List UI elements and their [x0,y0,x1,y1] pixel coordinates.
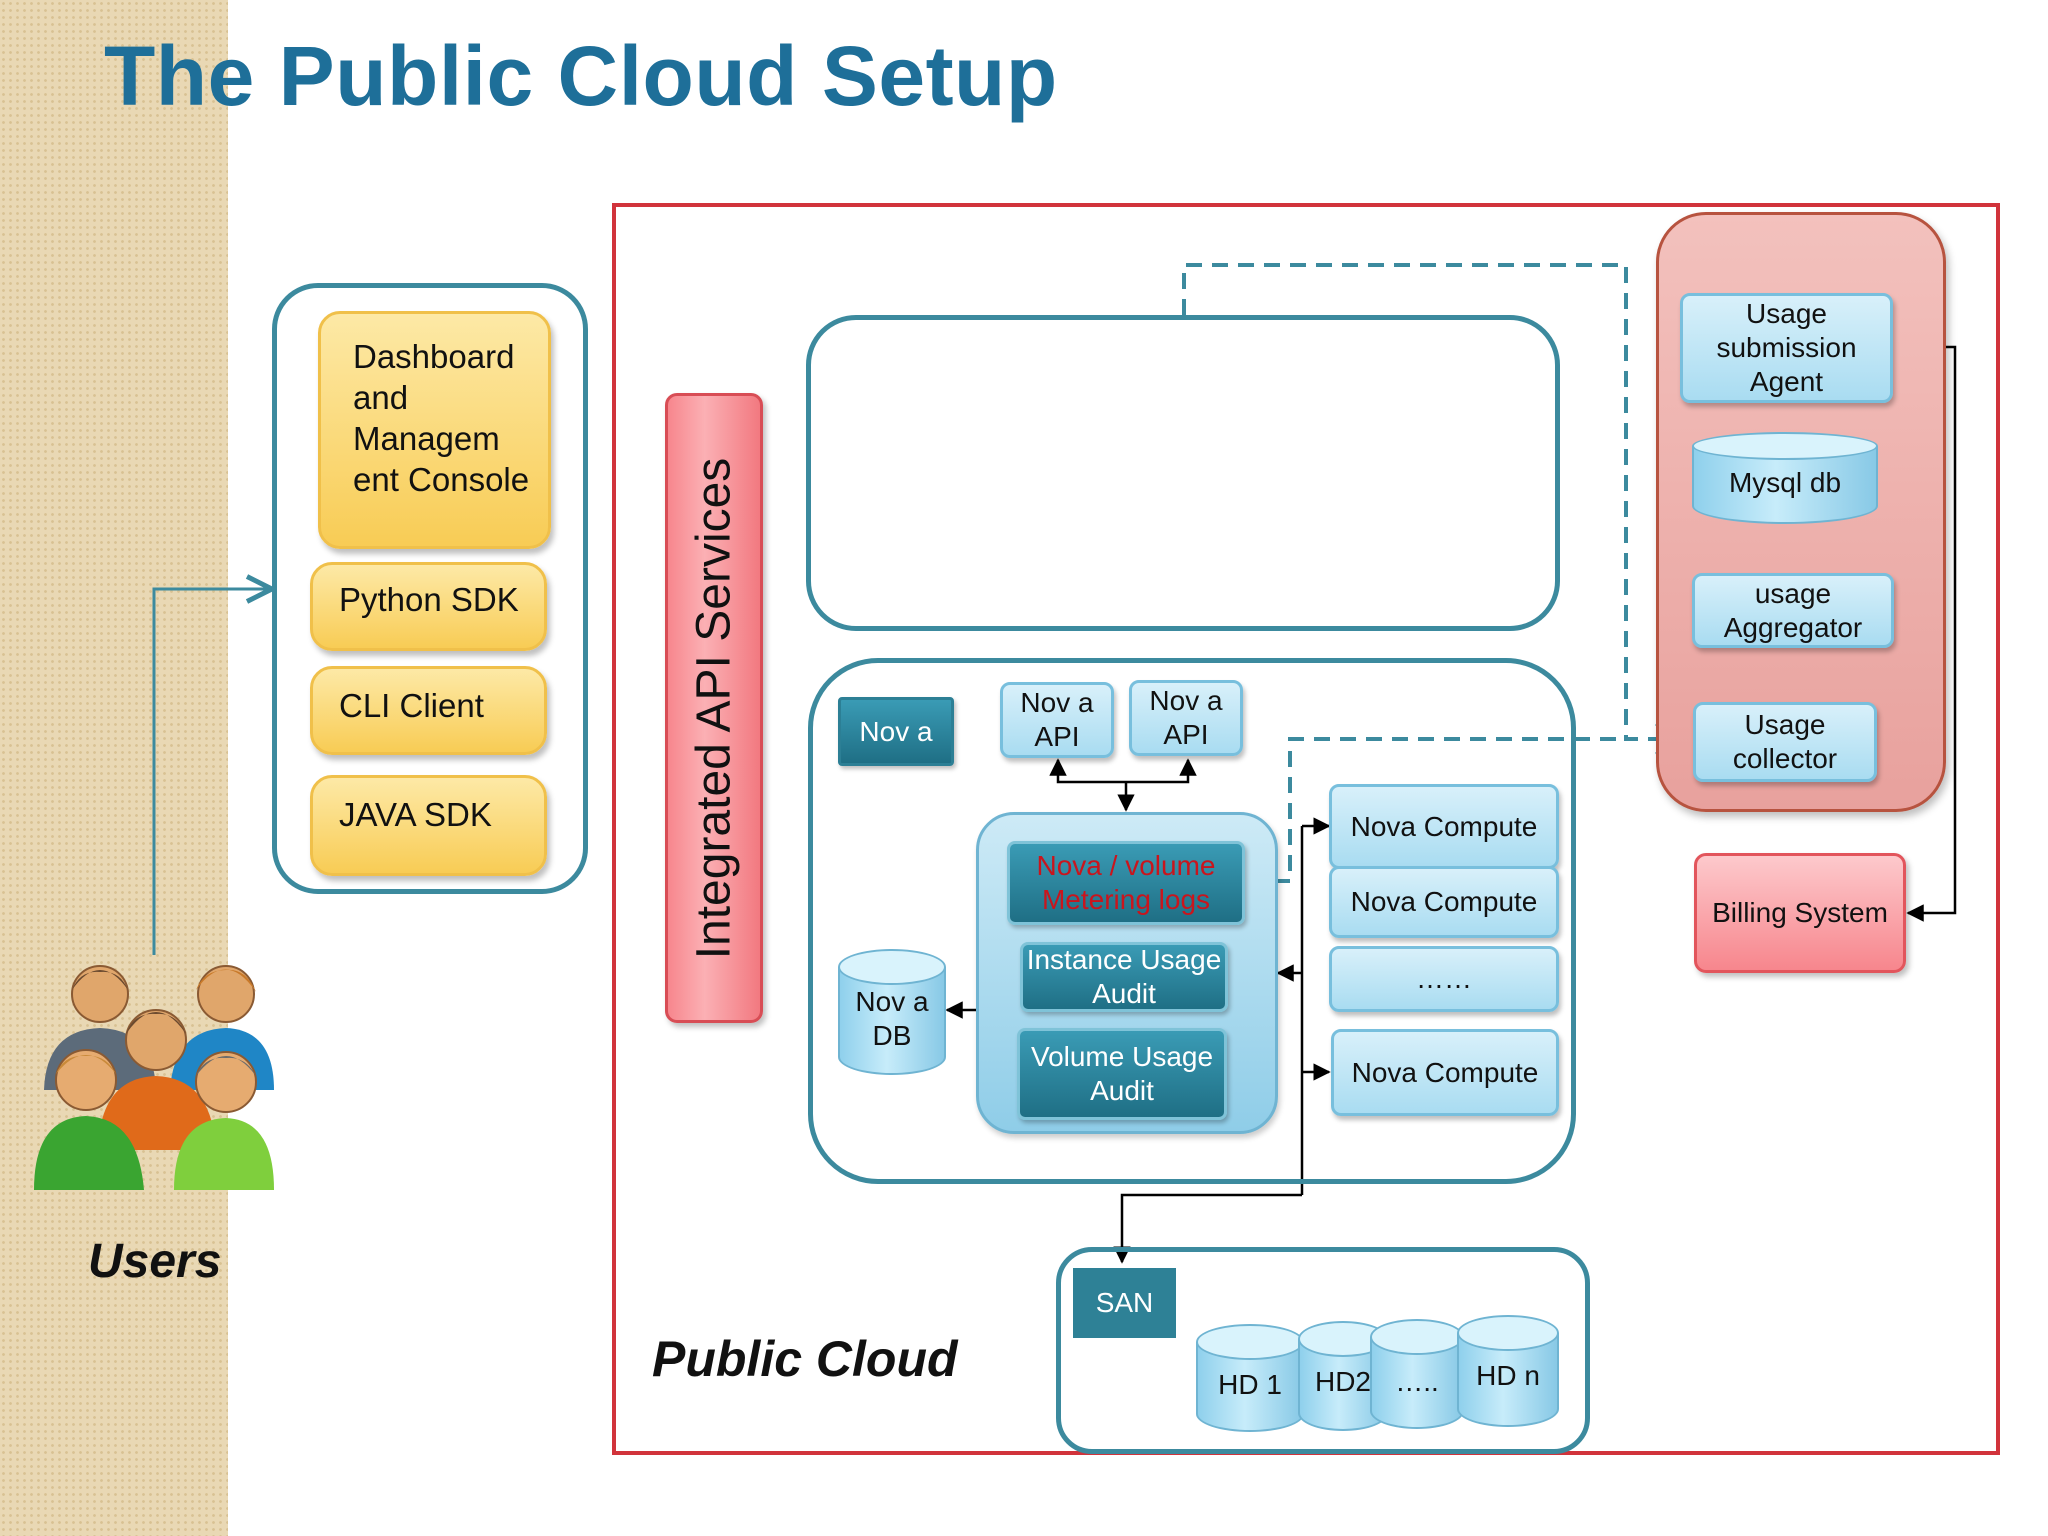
san-label: SAN [1095,1287,1154,1318]
usage-collector-label: Usage collector [1732,709,1838,774]
nova-container [808,658,1576,1184]
nova-compute-2[interactable]: Nova Compute [1329,866,1559,938]
nova-label-box: Nov a [838,697,954,766]
san-label-box: SAN [1073,1268,1176,1338]
java-sdk-box[interactable]: JAVA SDK [310,775,547,876]
nova-db-label: Nov a DB [855,986,929,1051]
metering-logs-label: Nova / volume Metering logs [1036,850,1216,915]
top-box-to-collector-dashed [1182,263,1690,739]
side-stripe [0,0,228,1536]
instance-usage-audit-label: Instance Usage Audit [1026,944,1222,1009]
cli-client-label: CLI Client [339,687,484,724]
mysql-db-label: Mysql db [1728,467,1842,498]
disk-ellipsis-label: ….. [1395,1366,1439,1397]
users-icon [34,965,274,1190]
disk-hdn-label: HD n [1476,1360,1540,1391]
compute-to-san-connector [1113,1193,1302,1264]
san-container [1056,1247,1590,1454]
usage-submission-agent-box[interactable]: Usage submission Agent [1680,293,1893,403]
metering-logs-box[interactable]: Nova / volume Metering logs [1007,841,1245,925]
integrated-api-services-label: Integrated API Services [687,457,741,959]
java-sdk-label: JAVA SDK [339,796,492,833]
nova-compute-n[interactable]: Nova Compute [1331,1029,1559,1116]
nova-api-1[interactable]: Nov a API [1000,682,1114,758]
instance-usage-audit-box[interactable]: Instance Usage Audit [1020,942,1228,1012]
users-label: Users [88,1235,222,1288]
nova-compute-ellipsis[interactable]: …… [1329,946,1559,1012]
api-connector [1049,758,1197,784]
nova-api-1-label: Nov a API [1020,687,1094,752]
nova-compute-ellipsis-label: …… [1416,963,1472,994]
dashboard-console-label: Dashboard and Managem ent Console [353,338,530,498]
usage-aggregator-box[interactable]: usage Aggregator [1692,573,1894,648]
volume-usage-audit-label: Volume Usage Audit [1030,1041,1214,1106]
usage-collector-box[interactable]: Usage collector [1693,702,1877,782]
usage-aggregator-label: usage Aggregator [1723,577,1863,643]
users-to-clients-connector [152,589,272,955]
disk-hd2-label: HD2 [1314,1366,1371,1397]
disk-hdn[interactable]: HD n [1457,1315,1559,1427]
nova-compute-n-label: Nova Compute [1351,1056,1539,1088]
cli-client-box[interactable]: CLI Client [310,666,547,755]
dashboard-console-box[interactable]: Dashboard and Managem ent Console [318,311,551,549]
billing-system-label: Billing System [1712,897,1888,928]
nova-label: Nov a [859,715,933,747]
nova-compute-2-label: Nova Compute [1350,886,1538,917]
mysql-db-cylinder[interactable]: Mysql db [1692,432,1878,524]
disk-ellipsis[interactable]: ….. [1370,1319,1464,1429]
nova-compute-1-label: Nova Compute [1350,810,1538,842]
metering-to-collector-dashed [1248,737,1626,883]
billing-system-box[interactable]: Billing System [1694,853,1906,973]
python-sdk-label: Python SDK [339,581,519,618]
nova-compute-1[interactable]: Nova Compute [1329,784,1559,869]
nova-api-2-label: Nov a API [1149,685,1223,750]
disk-hd1-label: HD 1 [1218,1369,1282,1400]
usage-submission-agent-label: Usage submission Agent [1716,298,1857,397]
nova-db-cylinder[interactable]: Nov a DB [838,949,946,1075]
disk-hd1[interactable]: HD 1 [1196,1324,1304,1432]
page-title: The Public Cloud Setup [104,29,1058,123]
empty-service-box [806,315,1560,631]
python-sdk-box[interactable]: Python SDK [310,562,547,651]
integrated-api-services-box[interactable]: Integrated API Services [665,393,763,1023]
nova-api-2[interactable]: Nov a API [1129,680,1243,756]
public-cloud-label: Public Cloud [652,1331,958,1387]
volume-usage-audit-box[interactable]: Volume Usage Audit [1017,1028,1227,1120]
